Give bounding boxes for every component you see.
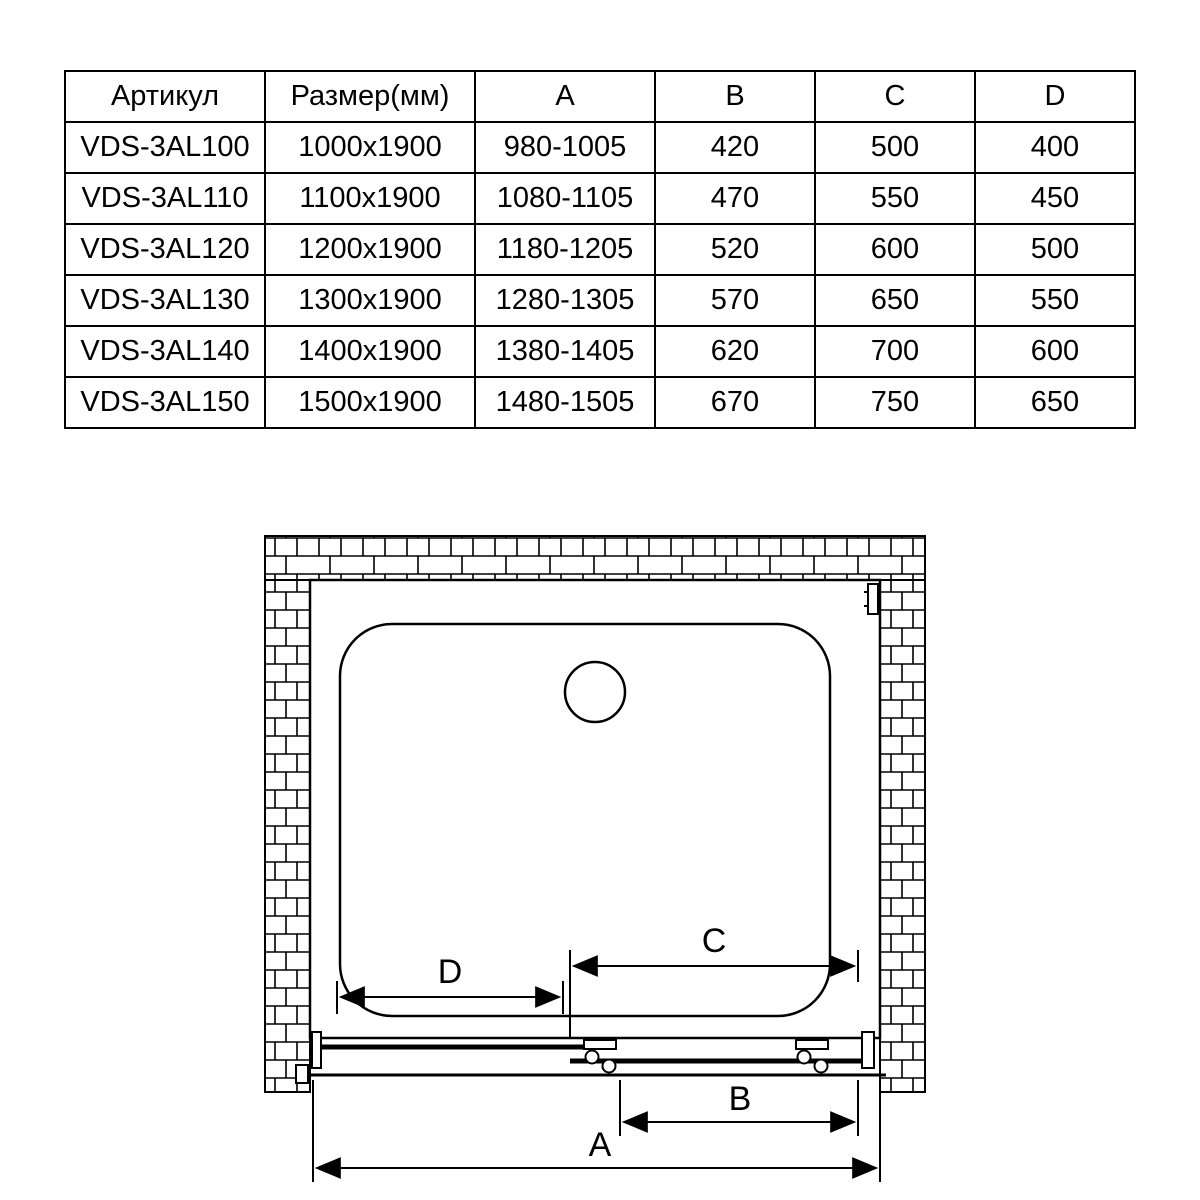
table-cell: 600 [974, 325, 1136, 378]
table-cell: 750 [814, 376, 976, 429]
table-row: VDS-3AL130 1300x1900 1280-1305 570 650 5… [64, 274, 1136, 327]
table-cell: 1180-1205 [474, 223, 656, 276]
table-cell: 1300x1900 [264, 274, 476, 327]
table-header-cell: D [974, 70, 1136, 123]
roller-carriage-left [583, 1039, 617, 1074]
technical-drawing: D C B A [264, 535, 926, 1182]
dimension-a [312, 1080, 881, 1182]
dimension-a-label: A [589, 1126, 612, 1164]
table-cell: 1480-1505 [474, 376, 656, 429]
brick-wall-top [264, 535, 926, 581]
drain-circle [563, 660, 627, 724]
table-cell: VDS-3AL110 [64, 172, 266, 225]
dimension-b-label: B [729, 1080, 752, 1118]
table-cell: 520 [654, 223, 816, 276]
table-header-row: Артикул Размер(мм) A B C D [64, 70, 1136, 123]
table-cell: 600 [814, 223, 976, 276]
table-cell: 450 [974, 172, 1136, 225]
table-cell: 980-1005 [474, 121, 656, 174]
dimension-d-label: D [438, 953, 463, 991]
table-cell: 670 [654, 376, 816, 429]
wall-profile-left [311, 1031, 322, 1069]
table-cell: VDS-3AL120 [64, 223, 266, 276]
table-cell: 400 [974, 121, 1136, 174]
dimension-b [619, 1080, 859, 1136]
table-row: VDS-3AL120 1200x1900 1180-1205 520 600 5… [64, 223, 1136, 276]
dimension-c [569, 950, 859, 1038]
dimension-d [336, 981, 564, 1014]
table-cell: 420 [654, 121, 816, 174]
table-header-cell: Размер(мм) [264, 70, 476, 123]
table-header-cell: C [814, 70, 976, 123]
table-cell: 1400x1900 [264, 325, 476, 378]
table-cell: 1200x1900 [264, 223, 476, 276]
table-header-cell: B [654, 70, 816, 123]
table-row: VDS-3AL100 1000x1900 980-1005 420 500 40… [64, 121, 1136, 174]
table-cell: 650 [974, 376, 1136, 429]
table-cell: 1080-1105 [474, 172, 656, 225]
table-cell: 1280-1305 [474, 274, 656, 327]
roller-carriage-right [795, 1039, 829, 1074]
table-cell: 500 [974, 223, 1136, 276]
table-row: VDS-3AL150 1500x1900 1480-1505 670 750 6… [64, 376, 1136, 429]
brick-wall-left [264, 579, 311, 1093]
table-header-cell: A [474, 70, 656, 123]
shower-tray [338, 622, 832, 1018]
table-cell: 550 [814, 172, 976, 225]
table-cell: 470 [654, 172, 816, 225]
table-row: VDS-3AL140 1400x1900 1380-1405 620 700 6… [64, 325, 1136, 378]
table-cell: VDS-3AL130 [64, 274, 266, 327]
door-bracket-right [861, 1031, 875, 1069]
table-row: VDS-3AL110 1100x1900 1080-1105 470 550 4… [64, 172, 1136, 225]
table-cell: 1500x1900 [264, 376, 476, 429]
table-cell: VDS-3AL150 [64, 376, 266, 429]
wall-profile-top-right [864, 583, 879, 615]
table-cell: 700 [814, 325, 976, 378]
table-cell: 620 [654, 325, 816, 378]
table-cell: 550 [974, 274, 1136, 327]
dimension-c-label: C [702, 922, 727, 960]
table-cell: 570 [654, 274, 816, 327]
table-cell: 650 [814, 274, 976, 327]
spec-table: Артикул Размер(мм) A B C D VDS-3AL100 10… [64, 70, 1136, 429]
table-cell: 500 [814, 121, 976, 174]
rail-end-cap-left [295, 1064, 309, 1084]
table-cell: 1100x1900 [264, 172, 476, 225]
table-cell: 1000x1900 [264, 121, 476, 174]
table-cell: VDS-3AL140 [64, 325, 266, 378]
table-cell: VDS-3AL100 [64, 121, 266, 174]
table-cell: 1380-1405 [474, 325, 656, 378]
brick-wall-right [879, 579, 926, 1093]
table-header-cell: Артикул [64, 70, 266, 123]
